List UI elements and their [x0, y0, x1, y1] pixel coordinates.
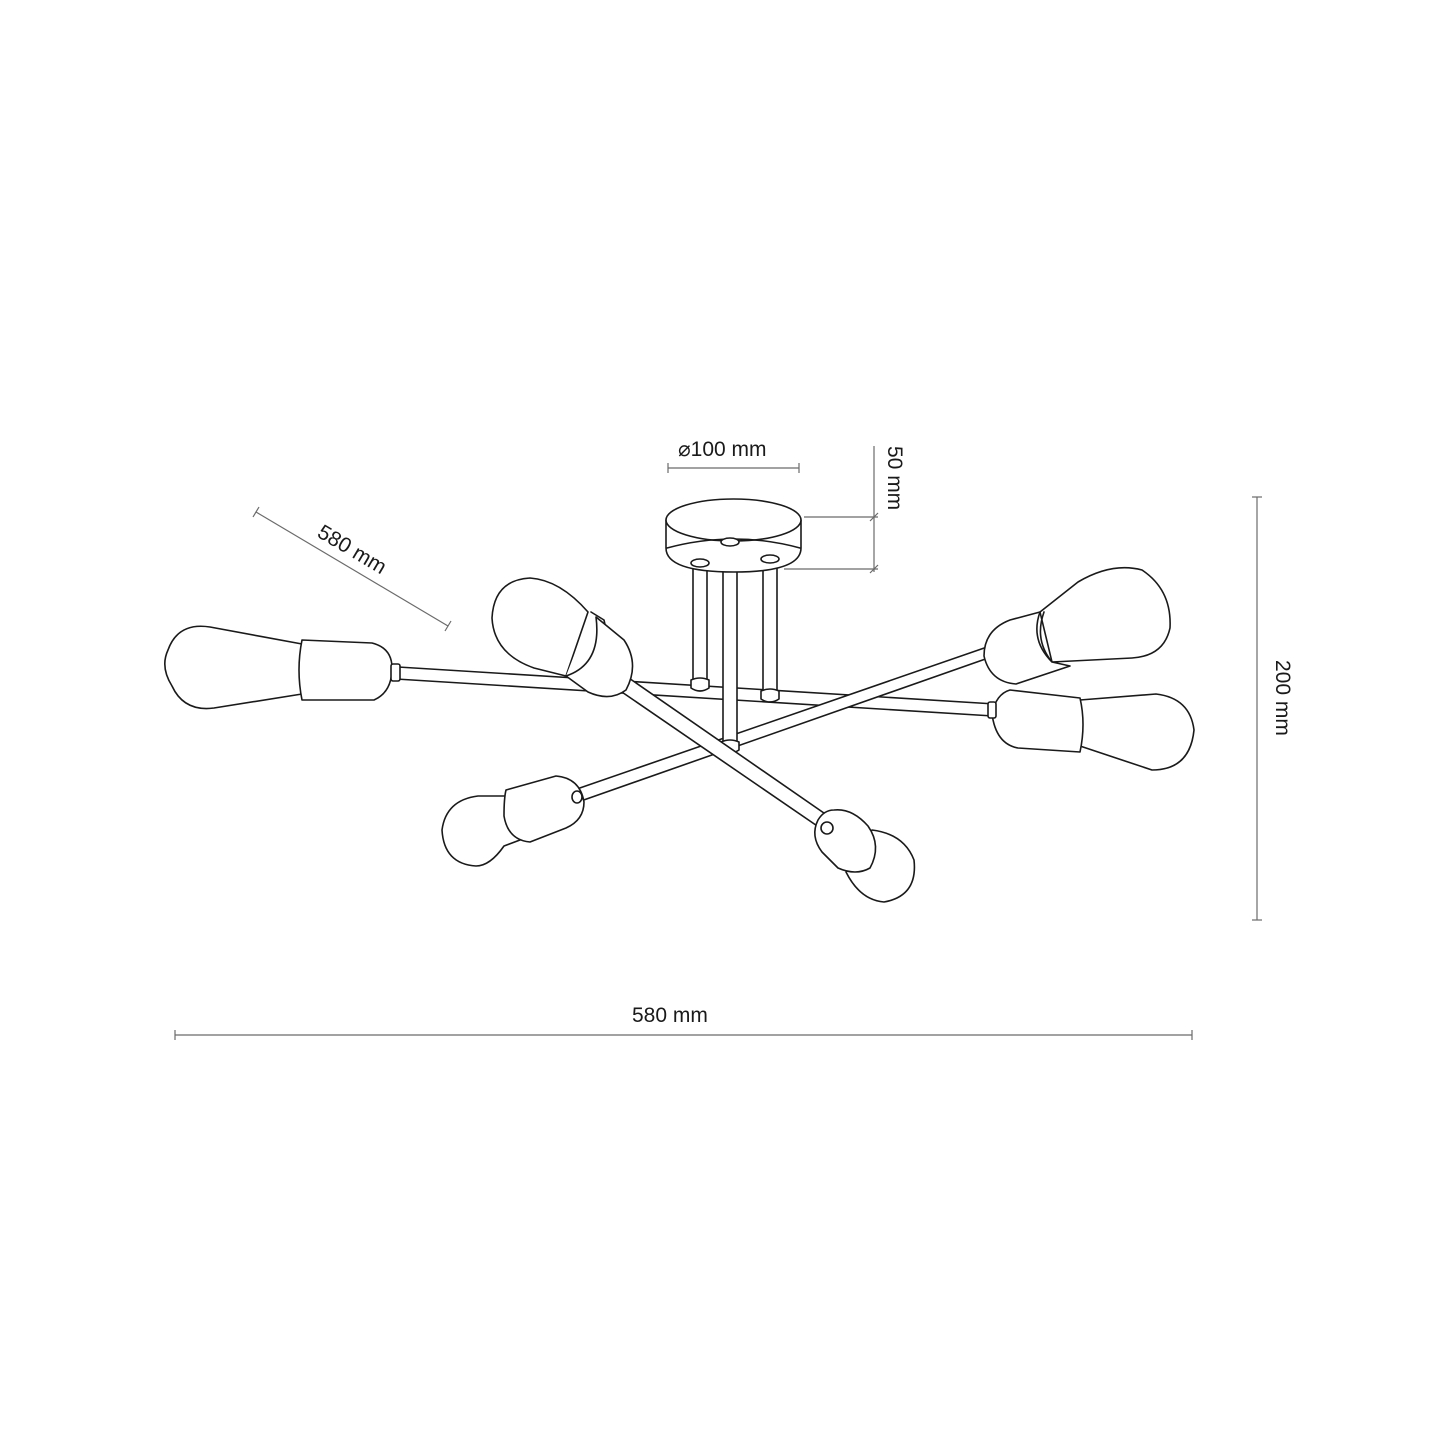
bulb-lower-right	[814, 809, 916, 903]
total-height-label: 200 mm	[1271, 660, 1294, 736]
arm-length-label: 580 mm	[313, 521, 390, 580]
bulb-right	[987, 689, 1195, 771]
canopy-drop-label: 50 mm	[883, 446, 906, 510]
bulb-upper-right	[983, 566, 1171, 685]
arm-rising	[573, 645, 995, 803]
dimension-total-height: 200 mm	[1252, 496, 1294, 921]
dimension-canopy-diameter: ⌀100 mm	[667, 438, 800, 473]
dimension-arm-length: 580 mm	[252, 506, 452, 632]
bulb-lower-left	[441, 775, 585, 867]
bulb-upper-left	[491, 577, 634, 698]
lamp	[164, 498, 1195, 903]
canopy-rods	[690, 542, 780, 754]
dimension-canopy-drop: 50 mm	[784, 446, 906, 574]
dimension-total-width: 580 mm	[174, 1004, 1193, 1040]
canopy	[665, 498, 802, 573]
bulb-left	[164, 625, 401, 710]
total-width-label: 580 mm	[632, 1004, 708, 1027]
canopy-diameter-label: ⌀100 mm	[678, 438, 767, 461]
